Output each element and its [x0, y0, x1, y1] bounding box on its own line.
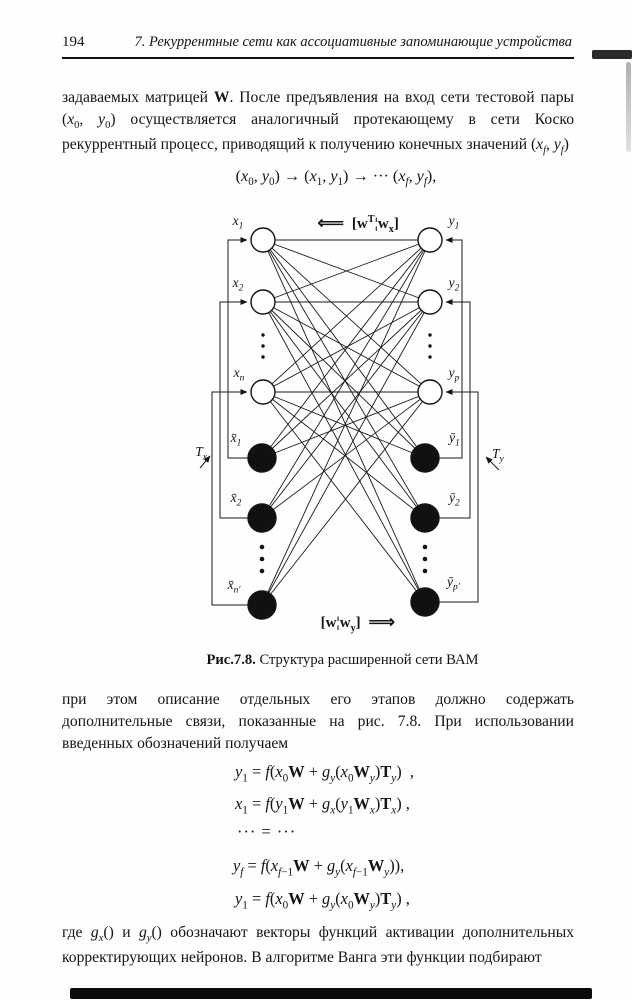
node-label: x̄2: [230, 490, 242, 509]
ellipsis-dot: [259, 556, 265, 562]
neuron-xn: [250, 379, 276, 405]
neuron-yb2: [410, 503, 440, 533]
neuron-x2: [250, 289, 276, 315]
node-label: ȳ1: [447, 430, 460, 449]
connection-line: [262, 239, 426, 459]
ellipsis-dot: [261, 355, 265, 359]
feedback-line: [439, 237, 463, 459]
neuron-yp: [417, 379, 443, 405]
node-label: x̄n′: [227, 577, 242, 596]
node-label: x1: [232, 213, 244, 232]
paragraph-intro: задаваемых матрицей W. После предъявлени…: [62, 89, 575, 156]
connection-line: [262, 239, 426, 603]
neuron-yb1: [410, 443, 440, 473]
iteration-sequence-formula: (x0, y0) → (x1, y1) → ··· (xf, yf),: [235, 167, 437, 189]
ellipsis-dot: [428, 355, 432, 359]
figure-caption: Рис.7.8. Структура расширенной сети ВАМ: [90, 652, 595, 669]
bam-network-diagram: x1 x2 xn y1 y2 yp x̄1 x̄2 x̄n′ ȳ1 ȳ2 ȳp′ Tx Ty: [195, 213, 505, 620]
figure-caption-number: Рис.7.8.: [206, 652, 256, 668]
connection-line: [262, 391, 426, 603]
node-label: y1: [447, 213, 460, 232]
ellipsis-dot: [259, 544, 265, 550]
neuron-y2: [417, 289, 443, 315]
connection-line: [262, 239, 426, 519]
ellipsis-dot: [422, 544, 428, 550]
equation-x1: x1 = f(y1W + gx(y1Wx)Tx) ,: [235, 794, 410, 817]
feedback-line: [439, 389, 479, 603]
weights-matrix-top-label: ⟸ [wT¦wx]: [317, 212, 399, 235]
node-label: x2: [232, 275, 244, 294]
connection-line: [261, 239, 431, 606]
node-label: Ty: [492, 446, 505, 465]
connection-line: [261, 391, 431, 459]
connection-line: [261, 301, 431, 519]
paragraph-outro: где gx() и gy() обозначают векторы функц…: [62, 924, 574, 966]
equation-y1-repeat: y1 = f(x0W + gy(x0Wy)Ty) ,: [235, 889, 410, 912]
neuron-y1: [417, 227, 443, 253]
header-rule: [62, 57, 574, 59]
neuron-x1: [250, 227, 276, 253]
ellipsis-dot: [259, 568, 265, 574]
figure-7-8: x1 x2 xn y1 y2 yp x̄1 x̄2 x̄n′ ȳ1 ȳ2 ȳp′ Tx Ty: [150, 205, 540, 650]
equation-yf: yf = f(xf−1W + gy(xf−1Wy)),: [233, 856, 405, 879]
connection-line: [261, 239, 431, 459]
connection-line: [262, 301, 426, 603]
figure-caption-text: Структура расширенной сети ВАМ: [255, 652, 479, 668]
connection-line: [261, 301, 431, 606]
connection-line: [262, 239, 431, 303]
feedback-line: [211, 389, 248, 606]
feedback-line: [227, 237, 248, 459]
connection-line: [262, 301, 426, 519]
node-label: ȳp′: [445, 574, 461, 593]
neuron-xb1: [247, 443, 277, 473]
ellipsis-dot: [261, 333, 265, 337]
paragraph-middle: при этом описание отдельных его этапов д…: [62, 691, 574, 752]
page-header: 194 7. Рекуррентные сети как ассоциативн…: [62, 34, 572, 51]
threshold-arrow: [199, 455, 211, 469]
ellipsis-dot: [428, 333, 432, 337]
connection-line: [261, 301, 431, 459]
neuron-xbn: [247, 590, 277, 620]
feedback-line: [439, 299, 471, 519]
weights-matrix-bottom-label: [w¦wy] ⟹: [320, 611, 396, 634]
equation-y1: y1 = f(x0W + gy(x0Wy)Ty) ,: [235, 762, 414, 785]
ellipsis-dot: [428, 344, 432, 348]
neuron-ybp: [410, 587, 440, 617]
scan-artifact-bottom-bar: [70, 988, 592, 999]
node-label: ȳ2: [447, 490, 460, 509]
connection-line: [262, 301, 431, 393]
node-label: x̄1: [230, 430, 242, 449]
threshold-arrow: [485, 456, 500, 471]
ellipsis-dot: [422, 556, 428, 562]
running-title: 7. Рекуррентные сети как ассоциативные з…: [134, 34, 572, 50]
feedback-line: [219, 299, 248, 519]
page-number: 194: [62, 34, 85, 50]
node-label: yp: [447, 365, 460, 384]
node-label: xn: [233, 365, 245, 384]
equation-ellipsis: ··· = ···: [237, 822, 297, 841]
ellipsis-dot: [261, 344, 265, 348]
scan-artifact-edge-smudge: [626, 62, 631, 152]
connection-line: [261, 391, 431, 519]
connection-line: [261, 239, 431, 519]
connection-lines: [261, 239, 431, 606]
neuron-xb2: [247, 503, 277, 533]
node-label: y2: [447, 275, 460, 294]
connection-line: [262, 391, 426, 459]
ellipsis-dot: [422, 568, 428, 574]
scan-artifact-rule-end: [592, 50, 632, 59]
connection-line: [261, 391, 431, 606]
connection-line: [262, 391, 426, 519]
connection-line: [262, 239, 431, 393]
node-label: Tx: [195, 444, 208, 463]
